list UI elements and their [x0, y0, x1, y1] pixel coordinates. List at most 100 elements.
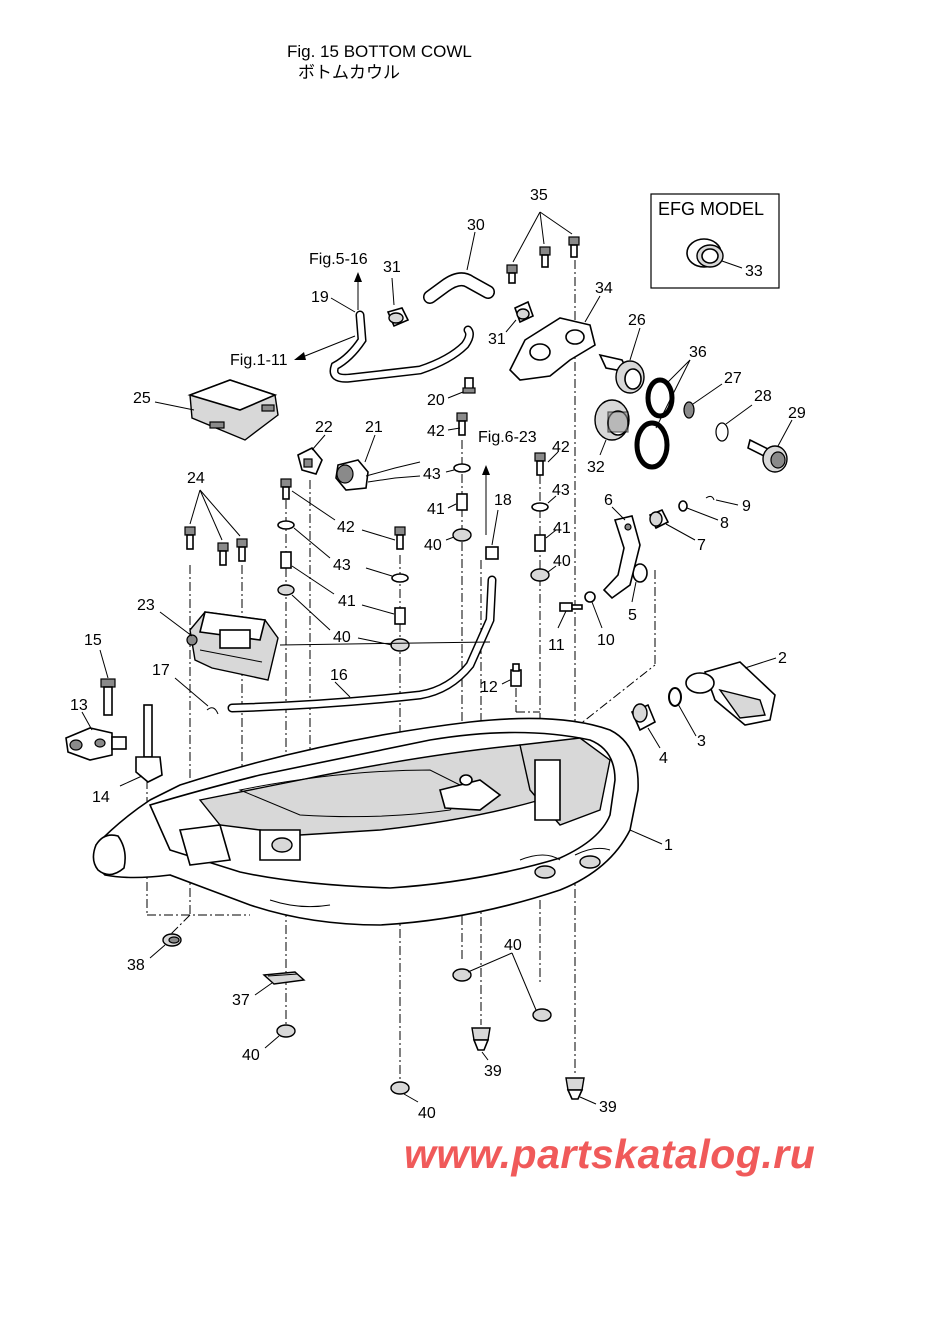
callout-3: 3: [697, 733, 706, 750]
callout-43-upper: 43: [423, 466, 441, 483]
grommet-40-e: [276, 1024, 296, 1038]
callout-4: 4: [659, 750, 668, 767]
washer-43-left: [277, 520, 295, 530]
callout-40-a: 40: [333, 629, 351, 646]
clamp-31a: [386, 307, 410, 328]
screws-24: [184, 526, 248, 566]
collar-41-mid: [394, 607, 406, 625]
cover-25: [187, 379, 279, 441]
washer-10: [584, 591, 596, 603]
callout-40-g: 40: [504, 937, 522, 954]
efg-model-inset: EFG MODEL 33: [650, 193, 780, 289]
seals-36: [634, 377, 675, 470]
grommet-38: [162, 933, 182, 947]
callout-8: 8: [720, 515, 729, 532]
watermark: www.partskatalog.ru: [404, 1131, 816, 1177]
callout-16: 16: [330, 667, 348, 684]
bracket-23: [186, 611, 279, 681]
nipple-12: [510, 663, 522, 687]
callout-40-d: 40: [553, 553, 571, 570]
callout-41-left: 41: [338, 593, 356, 610]
grommet-40-h: [532, 1008, 552, 1022]
collar-4: [630, 703, 657, 732]
bracket-6: [602, 515, 641, 600]
callout-22: 22: [315, 419, 333, 436]
clamp-31b: [514, 300, 534, 324]
hose-joint-14: [135, 704, 163, 783]
ref-fig1-11: Fig.1-11: [230, 352, 288, 369]
callout-17: 17: [152, 662, 170, 679]
gasket-37: [262, 971, 306, 985]
gasket-28: [715, 422, 729, 442]
washer-27: [683, 401, 695, 419]
clip-17: [206, 707, 219, 715]
collar-41-upper: [456, 493, 468, 511]
callout-31-top: 31: [383, 259, 401, 276]
clip-39-left: [471, 1027, 491, 1051]
callout-2: 2: [778, 650, 787, 667]
callout-23: 23: [137, 597, 155, 614]
callout-25: 25: [133, 390, 151, 407]
callout-14: 14: [92, 789, 110, 806]
callout-40-e: 40: [242, 1047, 260, 1064]
callout-33: 33: [745, 263, 763, 280]
bottom-cowl-1: [92, 717, 639, 926]
callout-20: 20: [427, 392, 445, 409]
grommet-33: [686, 238, 724, 268]
bracket-34: [509, 317, 596, 381]
bolt-42-mid: [394, 526, 406, 550]
plug-29: [747, 438, 788, 473]
bolt-42-upper: [456, 412, 468, 436]
screw-20: [462, 377, 476, 394]
collar-41-right: [534, 534, 546, 552]
callout-19: 19: [311, 289, 329, 306]
grommet-40-c: [452, 528, 472, 542]
washer-43-upper: [453, 463, 471, 473]
callout-10: 10: [597, 632, 615, 649]
bolt-42-right: [534, 452, 546, 476]
snap-ring-3: [668, 687, 682, 707]
washer-43-right: [531, 502, 549, 512]
washer-43-mid: [391, 573, 409, 583]
figure-subtitle: ボトムカウル: [298, 63, 400, 83]
grommet-40-f: [390, 1081, 410, 1095]
efg-model-title: EFG MODEL: [658, 199, 764, 219]
callout-26: 26: [628, 312, 646, 329]
callout-35: 35: [530, 187, 548, 204]
callout-11: 11: [548, 637, 565, 654]
grommet-26: [598, 353, 645, 394]
callout-13: 13: [70, 697, 88, 714]
callout-42-right: 42: [552, 439, 570, 456]
callout-42-upper: 42: [427, 423, 445, 440]
callout-1: 1: [664, 837, 673, 854]
grommet-40-g: [452, 968, 472, 982]
grommet-40-b: [390, 638, 410, 652]
callout-28: 28: [754, 388, 772, 405]
washer-8: [678, 500, 688, 512]
callout-21: 21: [365, 419, 383, 436]
callout-37: 37: [232, 992, 250, 1009]
callout-5: 5: [628, 607, 637, 624]
callout-29: 29: [788, 405, 806, 422]
collar-41-left: [280, 551, 292, 569]
callout-24: 24: [187, 470, 205, 487]
clip-9: [705, 495, 715, 501]
callout-27: 27: [724, 370, 742, 387]
switch-21: [335, 459, 421, 491]
bolt-42-left: [280, 478, 292, 500]
collar-7: [648, 508, 670, 530]
callout-18: 18: [494, 492, 512, 509]
callout-31-right: 31: [488, 331, 506, 348]
callout-36: 36: [689, 344, 707, 361]
figure-title: Fig. 15 BOTTOM COWL: [287, 42, 472, 61]
callout-42-left: 42: [337, 519, 355, 536]
callout-6: 6: [604, 492, 613, 509]
callout-7: 7: [697, 537, 706, 554]
callout-15: 15: [84, 632, 102, 649]
ref-fig6-23: Fig.6-23: [478, 429, 537, 446]
grommet-32: [594, 399, 630, 441]
callout-41-right: 41: [553, 520, 571, 537]
callout-40-f: 40: [418, 1105, 436, 1122]
clip-39-right: [565, 1077, 585, 1100]
